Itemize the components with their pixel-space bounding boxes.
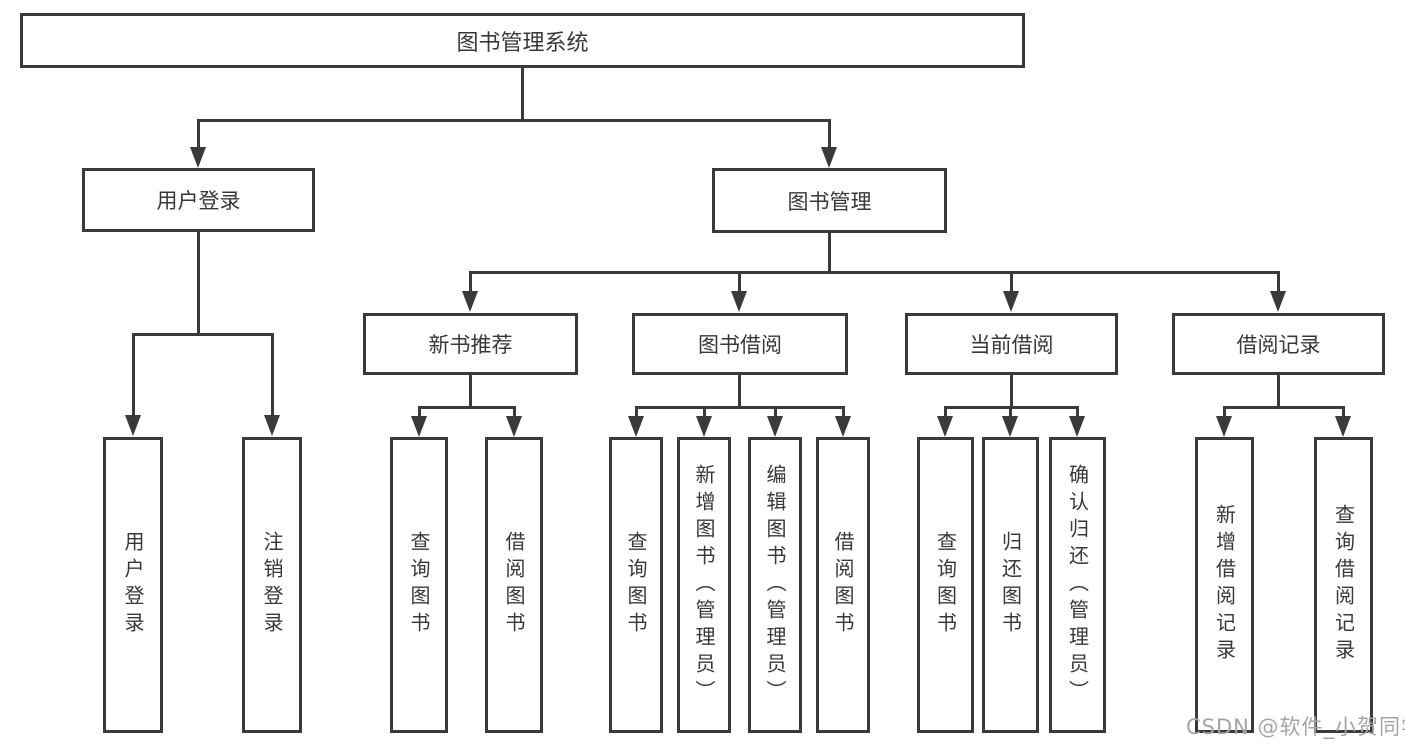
node-user-login-label: 用户登录 xyxy=(156,189,241,213)
leaf-query-borrow-record: 查询借阅记录 xyxy=(1314,437,1373,733)
arrow-down-icon xyxy=(835,416,851,437)
arrow-down-icon xyxy=(1003,291,1019,312)
arrow-down-icon xyxy=(1335,416,1351,437)
connector-shaft xyxy=(1223,406,1226,418)
csdn-watermark: CSDN @软件_小贺同学 xyxy=(1186,715,1405,739)
arrow-down-icon xyxy=(1002,416,1018,437)
connector-stem xyxy=(1010,375,1013,409)
node-root: 图书管理系统 xyxy=(20,13,1025,68)
connector-shaft xyxy=(738,271,741,293)
leaf-borrow-books: 借阅图书 xyxy=(816,437,870,733)
arrow-down-icon xyxy=(1069,416,1085,437)
arrow-down-icon xyxy=(696,416,712,437)
connector-stem xyxy=(1277,375,1280,409)
node-book-management-label: 图书管理 xyxy=(787,189,872,214)
leaf-logout-label: 注销登录 xyxy=(260,531,284,639)
leaf-add-books-admin: 新增图书（管理员） xyxy=(677,437,731,733)
connector-shaft xyxy=(703,406,706,418)
arrow-down-icon xyxy=(767,416,783,437)
connector-shaft xyxy=(1009,406,1012,418)
leaf-confirm-return-admin: 确认归还（管理员） xyxy=(1049,437,1106,733)
connector-shaft xyxy=(1342,406,1345,418)
leaf-add-borrow-record: 新增借阅记录 xyxy=(1195,437,1254,733)
connector-shaft xyxy=(197,119,200,149)
leaf-user-login: 用户登录 xyxy=(103,437,163,733)
connector-shaft xyxy=(1076,406,1079,418)
node-borrow-records-label: 借阅记录 xyxy=(1236,333,1321,357)
node-book-borrow-label: 图书借阅 xyxy=(698,333,782,357)
leaf-edit-books-admin: 编辑图书（管理员） xyxy=(748,437,802,733)
leaf-logout: 注销登录 xyxy=(242,437,302,733)
leaf-label: 借阅图书 xyxy=(831,531,855,639)
connector-shaft xyxy=(635,406,638,418)
arrow-down-icon xyxy=(1270,291,1286,312)
node-book-management: 图书管理 xyxy=(712,168,947,233)
leaf-label: 新增图书（管理员） xyxy=(692,463,716,707)
node-current-borrow: 当前借阅 xyxy=(905,313,1118,375)
connector-shaft xyxy=(944,406,947,418)
arrow-down-icon xyxy=(506,416,522,437)
connector-shaft xyxy=(418,406,421,418)
leaf-label: 查询图书 xyxy=(933,531,958,639)
leaf-label: 新增借阅记录 xyxy=(1212,504,1237,666)
node-borrow-records: 借阅记录 xyxy=(1172,313,1385,375)
leaf-label: 借阅图书 xyxy=(502,531,526,639)
connector-shaft xyxy=(513,406,516,418)
connector-root-stem xyxy=(521,68,524,122)
arrow-down-icon xyxy=(628,416,644,437)
connector-shaft xyxy=(1010,271,1013,293)
node-root-label: 图书管理系统 xyxy=(456,30,589,56)
arrow-down-icon xyxy=(462,291,478,312)
connector-shaft xyxy=(132,333,135,417)
connector-stem xyxy=(469,375,472,409)
leaf-label: 归还图书 xyxy=(998,531,1023,639)
arrow-down-icon xyxy=(264,415,280,436)
connector-shaft xyxy=(828,119,831,149)
leaf-label: 编辑图书（管理员） xyxy=(763,463,787,707)
arrow-down-icon xyxy=(731,291,747,312)
leaf-label: 确认归还（管理员） xyxy=(1065,463,1090,707)
connector-level3-rail xyxy=(469,271,1280,274)
connector-rail xyxy=(418,406,516,409)
arrow-down-icon xyxy=(1216,416,1232,437)
connector-rail xyxy=(635,406,845,409)
node-new-book-recommend: 新书推荐 xyxy=(363,313,578,375)
node-book-borrow: 图书借阅 xyxy=(632,313,848,375)
leaf-user-login-label: 用户登录 xyxy=(121,531,145,639)
leaf-borrow-books-recommend: 借阅图书 xyxy=(485,437,543,733)
connector-book-management-stem xyxy=(828,233,831,274)
leaf-query-books-borrow: 查询图书 xyxy=(609,437,663,733)
connector-rail xyxy=(1223,406,1345,409)
arrow-down-icon xyxy=(190,147,206,168)
connector-user-login-stem xyxy=(197,232,200,336)
connector-stem xyxy=(738,375,741,409)
arrow-down-icon xyxy=(821,147,837,168)
connector-shaft xyxy=(469,271,472,293)
connector-root-rail xyxy=(197,119,831,122)
arrow-down-icon xyxy=(411,416,427,437)
leaf-query-books-current: 查询图书 xyxy=(917,437,974,733)
node-current-borrow-label: 当前借阅 xyxy=(969,333,1054,357)
leaf-label: 查询图书 xyxy=(624,531,648,639)
connector-shaft xyxy=(774,406,777,418)
connector-shaft xyxy=(842,406,845,418)
leaf-label: 查询图书 xyxy=(407,531,431,639)
leaf-return-books: 归还图书 xyxy=(982,437,1039,733)
arrow-down-icon xyxy=(125,415,141,436)
node-user-login: 用户登录 xyxy=(82,168,315,232)
leaf-query-books-recommend: 查询图书 xyxy=(390,437,448,733)
arrow-down-icon xyxy=(937,416,953,437)
leaf-label: 查询借阅记录 xyxy=(1331,504,1356,666)
node-new-book-recommend-label: 新书推荐 xyxy=(428,333,513,357)
connector-shaft xyxy=(271,333,274,417)
connector-shaft xyxy=(1277,271,1280,293)
connector-user-login-rail xyxy=(132,333,273,336)
